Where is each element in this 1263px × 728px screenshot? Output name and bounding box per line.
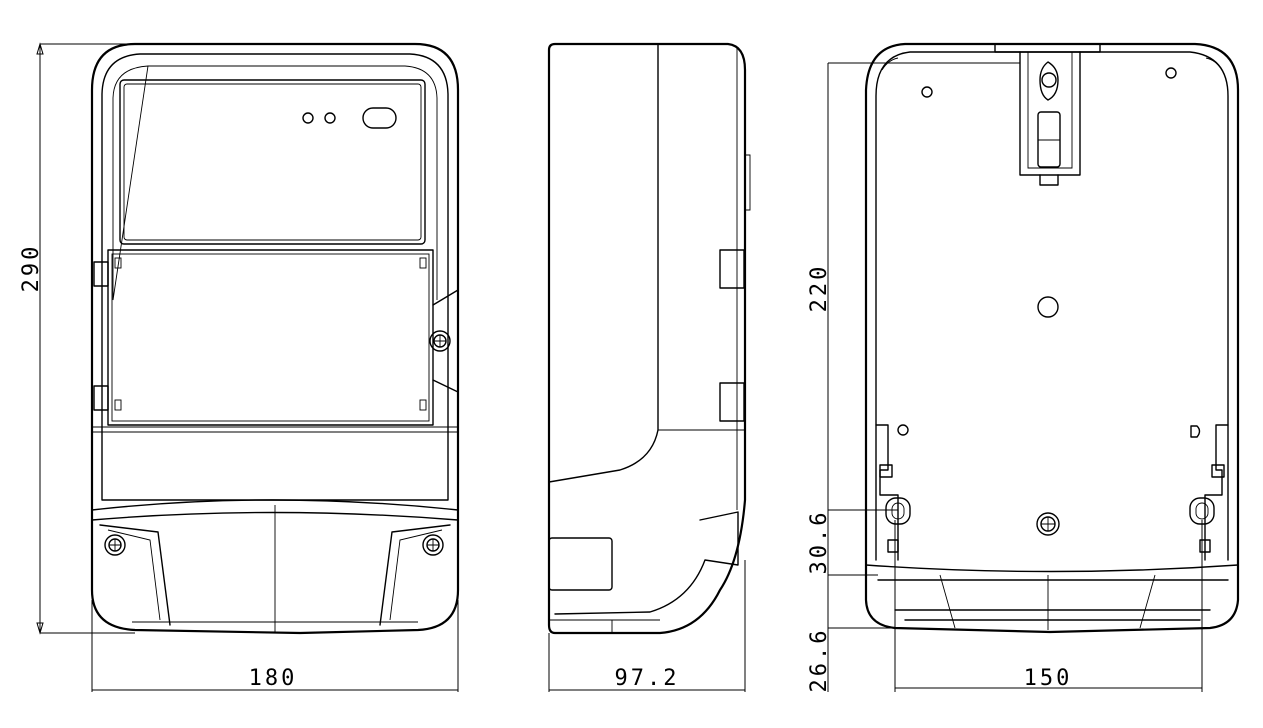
dim-label-26-6: 26.6 xyxy=(807,628,832,693)
mount-hole-top-right xyxy=(1165,67,1177,79)
optical-port xyxy=(362,107,397,129)
terminal-block xyxy=(91,499,459,521)
side-housing-outline xyxy=(547,42,747,635)
dim-label-290: 290 xyxy=(19,244,44,293)
terminal-screw-left-icon xyxy=(104,534,126,556)
front-height-dimension: 290 xyxy=(19,42,135,635)
side-terminal-cover xyxy=(548,537,613,591)
back-screw-icon xyxy=(1036,512,1060,536)
display-window xyxy=(119,79,426,245)
front-view: 290 180 xyxy=(19,42,460,692)
side-view: 97.2 xyxy=(547,42,751,692)
side-depth-dimension: 97.2 xyxy=(548,560,746,692)
led-indicator-1 xyxy=(302,112,314,124)
front-width-dimension: 180 xyxy=(91,600,459,692)
led-indicator-2 xyxy=(324,112,336,124)
slot-left xyxy=(885,497,911,525)
back-view: 220 30.6 26.6 150 xyxy=(807,42,1240,692)
back-terminal-dimension: 30.6 xyxy=(807,509,898,576)
dim-label-97-2: 97.2 xyxy=(615,666,680,691)
back-bottom-dimension: 26.6 xyxy=(807,575,895,692)
dim-label-150: 150 xyxy=(1024,666,1073,691)
front-housing-inner-rim xyxy=(101,53,449,501)
hanging-bracket xyxy=(994,43,1101,186)
back-width-dimension: 150 xyxy=(894,520,1203,692)
terminal-cover-panel xyxy=(107,249,434,426)
back-housing-outline xyxy=(864,42,1240,634)
center-hole xyxy=(1037,296,1059,318)
mount-hole-top-left xyxy=(921,86,933,98)
dim-label-30-6: 30.6 xyxy=(807,510,832,575)
back-height-dimension: 220 xyxy=(807,62,1020,510)
front-housing-outline xyxy=(90,42,460,635)
terminal-screw-right-icon xyxy=(422,534,444,556)
dim-label-220: 220 xyxy=(807,264,832,313)
seal-screw-icon xyxy=(429,330,451,352)
dim-label-180: 180 xyxy=(249,666,298,691)
